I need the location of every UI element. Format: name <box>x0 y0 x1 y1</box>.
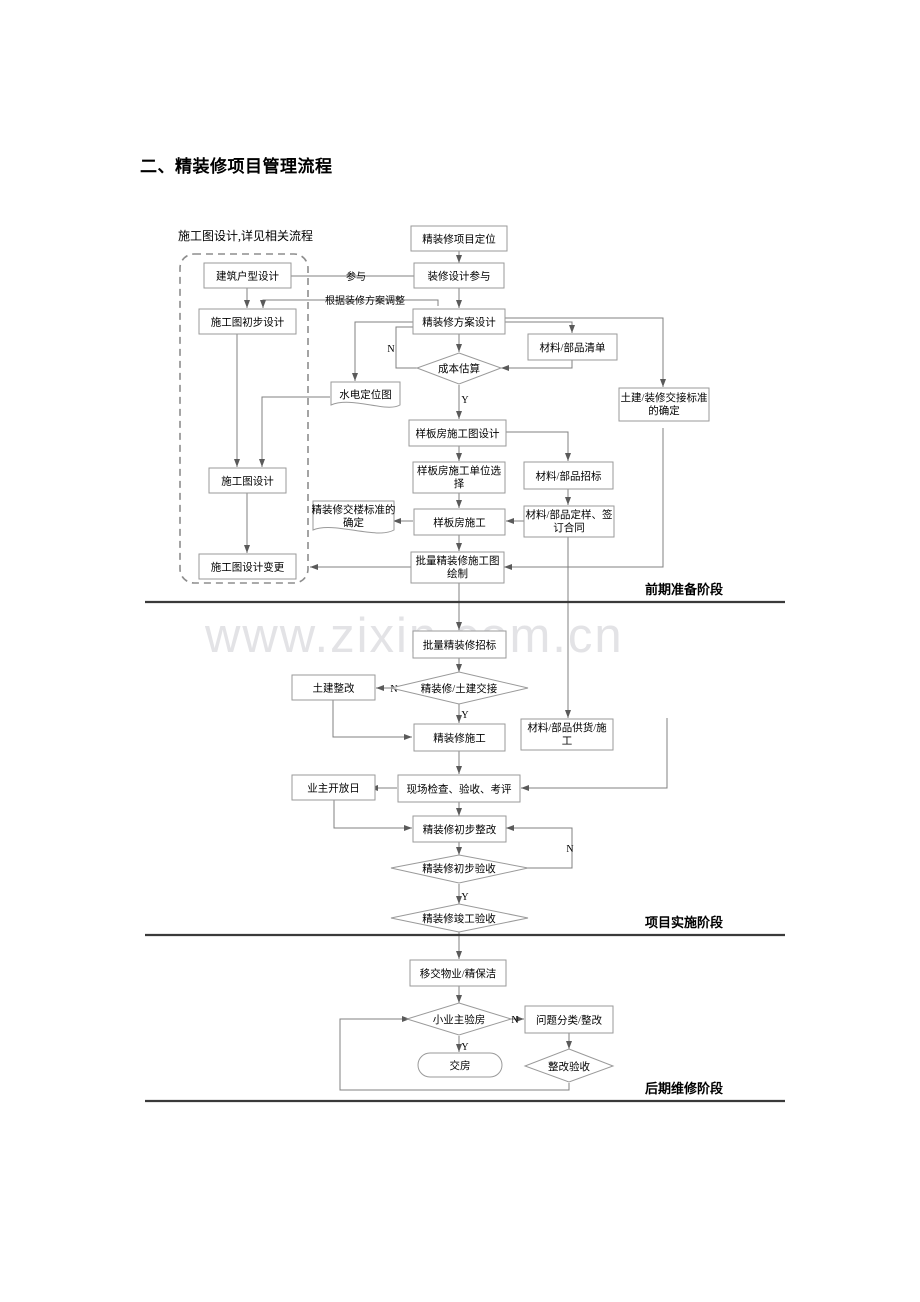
node-label: 精装修初步验收 <box>422 862 496 875</box>
node-scheme-design[interactable]: 精装修方案设计 <box>412 308 506 335</box>
node-label: 批量精装修招标 <box>423 639 497 652</box>
node-label: 成本估算 <box>438 362 480 375</box>
node-rectify-accept[interactable]: 整改验收 <box>523 1048 615 1083</box>
node-batch-cad[interactable]: 批量精装修施工图 绘制 <box>410 551 505 584</box>
node-label-line1: 精装修交楼标准的 <box>312 503 396 516</box>
node-label: 施工图初步设计 <box>211 316 285 329</box>
node-label: 水电定位图 <box>339 388 392 401</box>
node-site-inspect[interactable]: 现场检查、验收、考评 <box>397 774 521 803</box>
edge-label-owner-n: N <box>511 1015 518 1026</box>
node-label: 样板房施工图设计 <box>416 427 500 440</box>
connector-group <box>234 251 668 1091</box>
node-label: 移交物业/精保洁 <box>420 967 496 980</box>
edge-label-prelim-y: Y <box>461 892 468 903</box>
node-cad-prelim[interactable]: 施工图初步设计 <box>198 308 297 335</box>
node-label-line2: 确定 <box>343 516 364 529</box>
node-owner-openday[interactable]: 业主开放日 <box>291 774 376 801</box>
node-label-line2: 绘制 <box>447 567 468 580</box>
node-label: 交房 <box>450 1059 471 1072</box>
node-mep-layout[interactable]: 水电定位图 <box>330 381 401 408</box>
edge-label-cost-n: N <box>387 344 394 355</box>
node-label: 业主开放日 <box>307 782 360 795</box>
edge-label-owner-y: Y <box>461 1042 468 1053</box>
node-label: 精装修方案设计 <box>422 316 496 329</box>
node-building-layout[interactable]: 建筑户型设计 <box>203 262 292 289</box>
node-project-position[interactable]: 精装修项目定位 <box>410 225 508 252</box>
node-fitout-construct[interactable]: 精装修施工 <box>413 723 506 752</box>
node-fitout-handover[interactable]: 精装修/土建交接 <box>390 671 529 705</box>
node-label: 现场检查、验收、考评 <box>407 783 512 796</box>
node-deliver-house[interactable]: 交房 <box>417 1052 503 1078</box>
node-sample-cad[interactable]: 样板房施工图设计 <box>408 419 507 447</box>
node-label: 精装修初步整改 <box>423 823 497 836</box>
node-civil-rectify[interactable]: 土建整改 <box>291 674 376 701</box>
node-label: 施工图设计 <box>221 475 274 488</box>
node-label-line1: 材料/部品供货/施 <box>527 721 607 734</box>
node-label: 土建整改 <box>313 682 355 695</box>
node-label: 精装修/土建交接 <box>421 682 498 695</box>
node-label: 材料/部品招标 <box>536 470 602 483</box>
node-owner-inspect[interactable]: 小业主验房 <box>405 1002 513 1036</box>
node-prelim-rectify[interactable]: 精装修初步整改 <box>412 815 507 843</box>
edge-label-handover-n: N <box>390 684 397 695</box>
phase-label-impl: 项目实施阶段 <box>645 915 723 930</box>
page-title: 二、精装修项目管理流程 <box>140 157 333 176</box>
node-label-line2: 的确定 <box>648 404 680 417</box>
node-handover-pm[interactable]: 移交物业/精保洁 <box>409 959 507 987</box>
node-label: 精装修施工 <box>433 732 486 745</box>
node-label: 材料/部品清单 <box>540 341 606 354</box>
node-label-line1: 土建/装修交接标准 <box>621 391 708 404</box>
node-label: 精装修项目定位 <box>422 233 496 246</box>
node-label: 小业主验房 <box>433 1013 486 1026</box>
node-material-tender[interactable]: 材料/部品招标 <box>523 461 614 490</box>
node-label: 装修设计参与 <box>428 270 491 283</box>
phase-label-late: 后期维修阶段 <box>645 1081 723 1096</box>
node-cad-change[interactable]: 施工图设计变更 <box>198 553 297 580</box>
node-final-accept[interactable]: 精装修竣工验收 <box>390 903 529 933</box>
node-material-list[interactable]: 材料/部品清单 <box>527 333 618 361</box>
edge-label-prelim-n: N <box>566 844 573 855</box>
edge-label-cost-y: Y <box>461 395 468 406</box>
node-label-line2: 工 <box>562 736 573 747</box>
edge-label-participate: 参与 <box>346 270 366 283</box>
node-handover-standard[interactable]: 土建/装修交接标准 的确定 <box>618 387 710 422</box>
phase-label-early: 前期准备阶段 <box>645 582 723 597</box>
node-material-contract[interactable]: 材料/部品定样、签 订合同 <box>523 505 615 538</box>
node-cad-design[interactable]: 施工图设计 <box>208 467 287 494</box>
node-label-line1: 材料/部品定样、签 <box>526 508 613 521</box>
node-label: 整改验收 <box>548 1060 590 1073</box>
node-cost-estimate[interactable]: 成本估算 <box>415 352 503 385</box>
node-label-line2: 择 <box>454 477 465 490</box>
edge-label-handover-y: Y <box>461 710 468 721</box>
node-label: 样板房施工 <box>433 516 486 529</box>
edge-label-adjust: 根据装修方案调整 <box>325 294 405 307</box>
node-batch-tender[interactable]: 批量精装修招标 <box>412 630 507 659</box>
node-prelim-accept[interactable]: 精装修初步验收 <box>390 854 529 884</box>
dashed-group-caption: 施工图设计,详见相关流程 <box>178 228 313 243</box>
node-sample-build[interactable]: 样板房施工 <box>413 508 506 536</box>
cad-design-group-box <box>179 253 309 584</box>
node-label-line1: 样板房施工单位选 <box>417 464 501 477</box>
node-sample-contractor[interactable]: 样板房施工单位选 择 <box>412 461 506 494</box>
node-label: 建筑户型设计 <box>216 270 279 283</box>
node-material-supply[interactable]: 材料/部品供货/施 工 <box>520 718 614 751</box>
node-issue-classify[interactable]: 问题分类/整改 <box>524 1005 614 1034</box>
node-design-participate[interactable]: 装修设计参与 <box>413 262 505 289</box>
node-label-line2: 订合同 <box>553 521 585 534</box>
node-label: 施工图设计变更 <box>211 561 285 574</box>
node-delivery-standard[interactable]: 精装修交楼标准的 确定 <box>312 500 396 534</box>
node-label: 问题分类/整改 <box>536 1014 602 1027</box>
node-label: 精装修竣工验收 <box>422 912 496 925</box>
node-label-line1: 批量精装修施工图 <box>416 554 500 567</box>
